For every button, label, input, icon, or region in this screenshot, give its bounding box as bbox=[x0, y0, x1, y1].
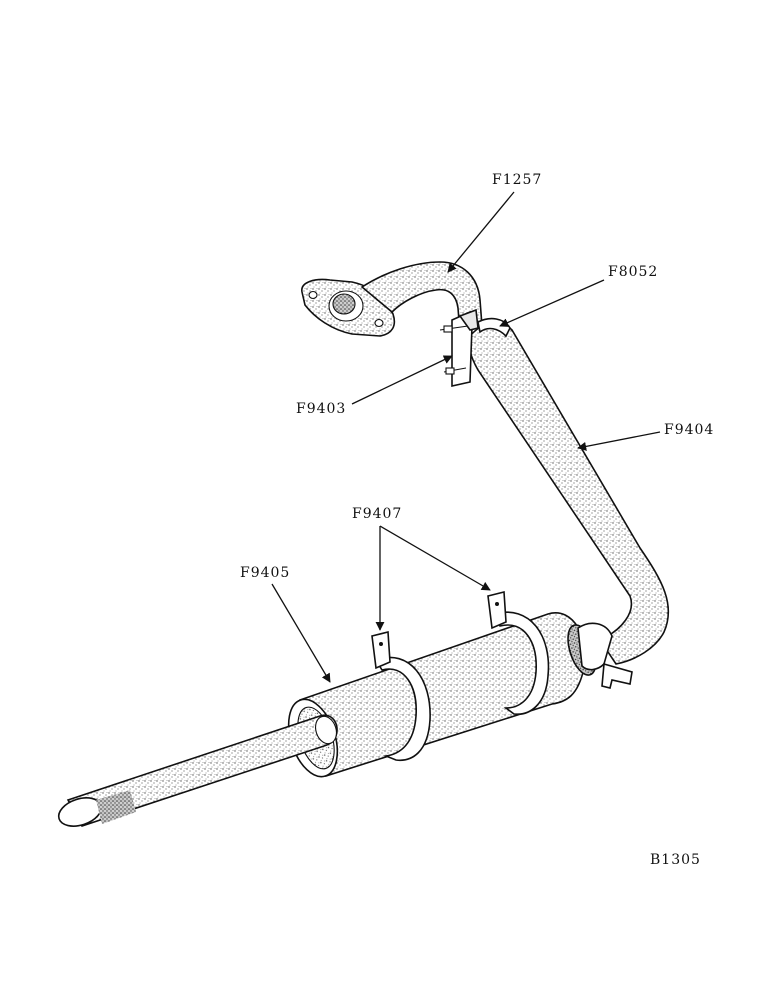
label-f9407: F9407 bbox=[352, 506, 402, 522]
label-f8052: F8052 bbox=[608, 264, 658, 280]
leader-f9405 bbox=[271, 583, 331, 683]
muffler-clamp-1 bbox=[371, 630, 431, 762]
leader-f8052 bbox=[499, 279, 605, 327]
label-f9405: F9405 bbox=[240, 565, 290, 581]
leader-lines bbox=[271, 191, 661, 683]
leader-f9404 bbox=[577, 431, 661, 451]
leader-f9403 bbox=[351, 355, 453, 405]
manifold-bracket bbox=[439, 308, 479, 387]
manifold-pipe bbox=[301, 261, 483, 337]
label-f9404: F9404 bbox=[664, 422, 714, 438]
leader-f1257 bbox=[447, 191, 515, 273]
reference-number: B1305 bbox=[650, 852, 701, 868]
muffler-clamp-2 bbox=[487, 590, 550, 715]
part-labels: F1257 F8052 F9403 F9404 F9407 F9405 B130… bbox=[240, 172, 714, 868]
muffler bbox=[287, 612, 633, 778]
leader-f9407-b bbox=[379, 525, 491, 591]
label-f9403: F9403 bbox=[296, 401, 346, 417]
tail-pipe bbox=[57, 714, 338, 827]
label-f1257: F1257 bbox=[492, 172, 542, 188]
exhaust-pipe bbox=[468, 317, 670, 665]
